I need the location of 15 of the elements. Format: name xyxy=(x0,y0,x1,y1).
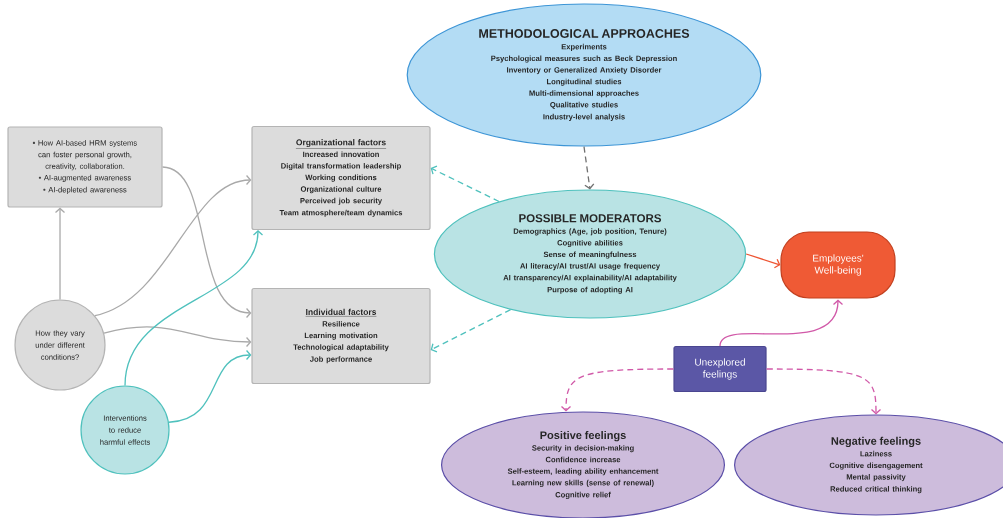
arrow xyxy=(161,166,252,319)
dashed-arrow xyxy=(765,368,882,415)
dashed-arrow xyxy=(560,368,675,412)
feelings-box: Unexplored feelings xyxy=(673,345,767,393)
arrow xyxy=(103,326,252,348)
arrow xyxy=(94,174,252,317)
arrow xyxy=(745,253,781,269)
dashed-arrow xyxy=(583,145,595,190)
arrow xyxy=(168,349,252,423)
arrow xyxy=(124,230,264,387)
dashed-arrow xyxy=(430,165,500,203)
outcome-box: Employees' Well-being xyxy=(780,231,896,299)
arrow xyxy=(54,207,66,301)
arrow xyxy=(719,299,844,347)
dashed-arrow xyxy=(430,308,512,353)
